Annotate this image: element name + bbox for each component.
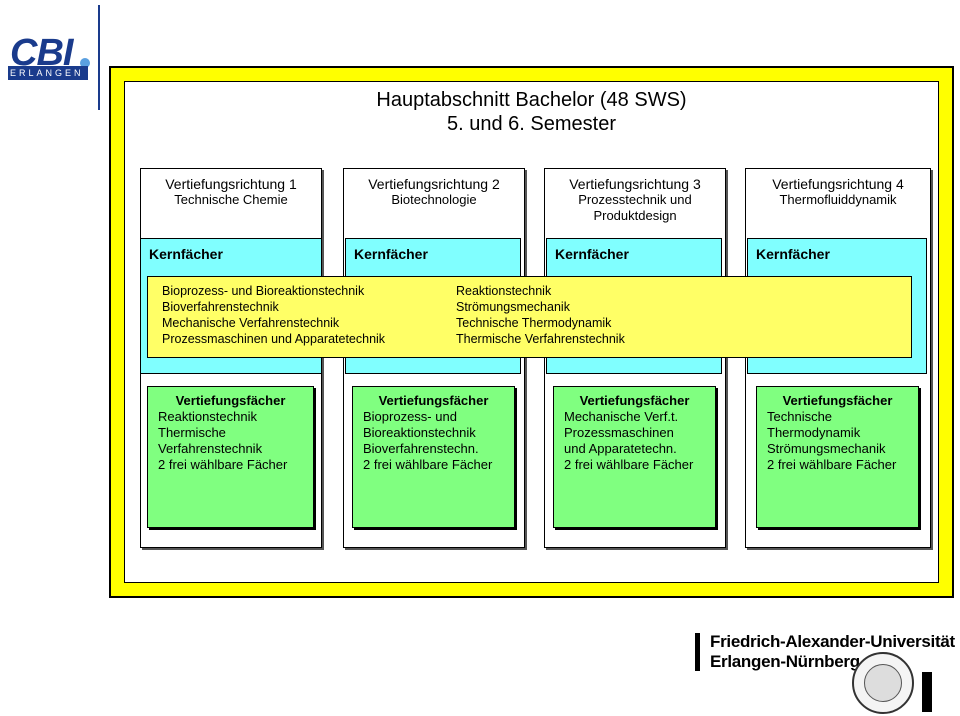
vertiefung-item: Bioprozess- und: [363, 409, 457, 424]
column-3-vertiefung-title: Vertiefungsfächer: [579, 393, 690, 408]
column-1-kern-label: Kernfächer: [149, 246, 223, 262]
column-2-header: Vertiefungsrichtung 2 Biotechnologie: [343, 176, 525, 208]
header-divider: [98, 5, 100, 110]
vertiefung-item: Bioreaktionstechnik: [363, 425, 476, 440]
university-name-line-1: Friedrich-Alexander-Universität: [710, 632, 955, 651]
column-4-vertiefung-title: Vertiefungsfächer: [782, 393, 893, 408]
title-line-1: Hauptabschnitt Bachelor (48 SWS): [376, 89, 687, 111]
column-3-kern-label: Kernfächer: [555, 246, 629, 262]
column-2-vertiefung-box: Vertiefungsfächer Bioprozess- und Biorea…: [352, 386, 515, 528]
university-logo-mark: [922, 672, 932, 712]
logo-city: ERLANGEN: [10, 68, 84, 78]
vertiefung-item: Technische: [767, 409, 833, 424]
vertiefung-item: Prozessmaschinen: [564, 425, 674, 440]
column-2-title: Vertiefungsrichtung 2: [368, 176, 500, 192]
column-1-subtitle: Technische Chemie: [174, 192, 288, 207]
university-name-line-2: Erlangen-Nürnberg: [710, 652, 860, 671]
logo-city-bar: [8, 66, 88, 80]
logo-dot-icon: [80, 58, 90, 68]
vertiefung-item: 2 frei wählbare Fächer: [158, 457, 288, 472]
column-1-header: Vertiefungsrichtung 1 Technische Chemie: [140, 176, 322, 208]
vertiefung-item: Reaktionstechnik: [158, 409, 257, 424]
column-4-title: Vertiefungsrichtung 4: [772, 176, 904, 192]
vertiefung-item: Mechanische Verf.t.: [564, 409, 679, 424]
column-2-vertiefung-title: Vertiefungsfächer: [378, 393, 489, 408]
column-4-header: Vertiefungsrichtung 4 Thermofluiddynamik: [745, 176, 931, 208]
column-3-title: Vertiefungsrichtung 3: [569, 176, 701, 192]
vertiefung-item: 2 frei wählbare Fächer: [564, 457, 694, 472]
kern-subjects-band: Bioprozess- und Bioreaktionstechnik Biov…: [147, 276, 912, 358]
vertiefung-item: Verfahrenstechnik: [158, 441, 263, 456]
kern-subject: Strömungsmechanik: [456, 300, 570, 314]
column-4-vertiefung-box: Vertiefungsfächer Technische Thermodynam…: [756, 386, 919, 528]
column-3-subtitle: Prozesstechnik und Produktdesign: [578, 192, 692, 223]
university-seal-center: [864, 664, 902, 702]
column-1-vertiefung-title: Vertiefungsfächer: [175, 393, 286, 408]
page-title: Hauptabschnitt Bachelor (48 SWS) 5. und …: [124, 88, 939, 136]
vertiefung-item: Strömungsmechanik: [767, 441, 886, 456]
kern-subject: Mechanische Verfahrenstechnik: [162, 316, 340, 330]
vertiefung-item: Thermische: [158, 425, 226, 440]
title-line-2: 5. und 6. Semester: [447, 113, 616, 135]
column-4-subtitle: Thermofluiddynamik: [779, 192, 897, 207]
kern-subject: Bioverfahrenstechnik: [162, 300, 279, 314]
kern-subject: Bioprozess- und Bioreaktionstechnik: [162, 284, 365, 298]
column-2-subtitle: Biotechnologie: [391, 192, 477, 207]
vertiefung-item: Thermodynamik: [767, 425, 861, 440]
kern-list-left: Bioprozess- und Bioreaktionstechnik Biov…: [162, 283, 385, 347]
column-1-vertiefung-box: Vertiefungsfächer Reaktionstechnik Therm…: [147, 386, 314, 528]
column-3-header: Vertiefungsrichtung 3 Prozesstechnik und…: [544, 176, 726, 224]
column-2-kern-label: Kernfächer: [354, 246, 428, 262]
kern-subject: Prozessmaschinen und Apparatetechnik: [162, 332, 386, 346]
column-4-kern-label: Kernfächer: [756, 246, 830, 262]
column-1-title: Vertiefungsrichtung 1: [165, 176, 297, 192]
university-name: Friedrich-Alexander-Universität Erlangen…: [710, 632, 955, 672]
column-3-vertiefung-box: Vertiefungsfächer Mechanische Verf.t. Pr…: [553, 386, 716, 528]
kern-subject: Reaktionstechnik: [456, 284, 552, 298]
university-logo-bar: [695, 633, 700, 671]
vertiefung-item: und Apparatetechn.: [564, 441, 677, 456]
kern-list-right: Reaktionstechnik Strömungsmechanik Techn…: [456, 283, 625, 347]
logo-area: [0, 0, 100, 100]
kern-subject: Thermische Verfahrenstechnik: [456, 332, 625, 346]
cbi-logo: CBI: [10, 32, 73, 74]
vertiefung-item: 2 frei wählbare Fächer: [767, 457, 897, 472]
vertiefung-item: 2 frei wählbare Fächer: [363, 457, 493, 472]
kern-subject: Technische Thermodynamik: [456, 316, 612, 330]
vertiefung-item: Bioverfahrenstechn.: [363, 441, 479, 456]
